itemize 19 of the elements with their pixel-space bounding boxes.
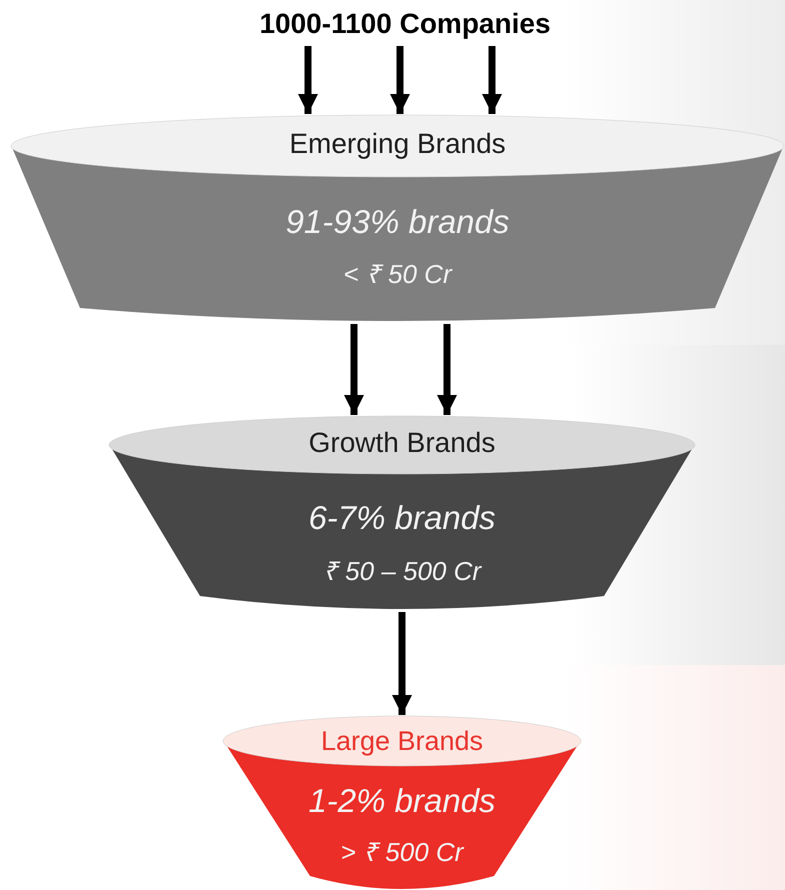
funnel-percentage-text: 6-7% brands: [308, 500, 496, 534]
funnel-segment: [108, 415, 696, 610]
down-arrow: [390, 46, 410, 114]
funnel-input-title: 1000-1100 Companies: [259, 10, 551, 38]
down-arrow: [482, 46, 502, 114]
funnel-revenue-text: ₹ 50 – 500 Cr: [322, 558, 482, 584]
funnel-revenue-text: > ₹ 500 Cr: [340, 838, 464, 865]
funnel-percentage-text: 1-2% brands: [308, 784, 496, 817]
funnel-segment: [222, 715, 582, 890]
down-arrow: [344, 324, 364, 415]
funnel-top-label: Emerging Brands: [289, 130, 506, 158]
down-arrow: [437, 324, 457, 415]
funnel-top-label: Growth Brands: [308, 428, 496, 457]
down-arrow: [298, 46, 318, 114]
funnel-revenue-text: < ₹ 50 Cr: [343, 260, 452, 287]
down-arrow: [392, 612, 412, 715]
funnel-percentage-text: 91-93% brands: [286, 204, 510, 238]
funnel-segment: [10, 114, 785, 322]
funnel-top-label: Large Brands: [320, 728, 484, 756]
